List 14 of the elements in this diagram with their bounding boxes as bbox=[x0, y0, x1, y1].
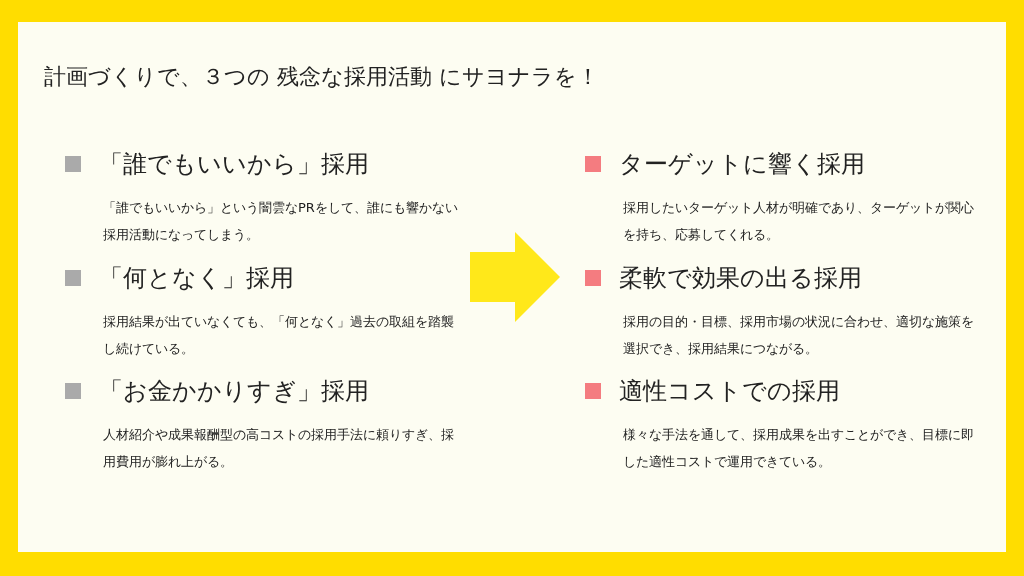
item-heading: 柔軟で効果の出る採用 bbox=[619, 263, 862, 294]
item-description: 人材紹介や成果報酬型の高コストの採用手法に頼りすぎ、採用費用が膨れ上がる。 bbox=[103, 426, 455, 471]
item-heading: 「お金かかりすぎ」採用 bbox=[99, 376, 369, 407]
item-heading: 「誰でもいいから」採用 bbox=[99, 149, 369, 180]
item-heading: 適性コストでの採用 bbox=[619, 376, 840, 407]
item-heading: ターゲットに響く採用 bbox=[619, 149, 865, 180]
block-arrow bbox=[470, 232, 560, 322]
item-description: 「誰でもいいから」という闇雲なPRをして、誰にも響かない採用活動になってしまう。 bbox=[103, 199, 459, 244]
slide-title: 計画づくりで、３つの 残念な採用活動 にサヨナラを！ bbox=[44, 63, 599, 91]
item-heading: 「何となく」採用 bbox=[99, 263, 294, 294]
item-description: 採用結果が出ていなくても、「何となく」過去の取組を踏襲し続けている。 bbox=[103, 313, 455, 358]
item-description: 様々な手法を通して、採用成果を出すことができ、目標に即した適性コストで運用できている。 bbox=[623, 426, 975, 471]
item-description: 採用の目的・目標、採用市場の状況に合わせ、適切な施策を選択でき、採用結果につながる。 bbox=[623, 313, 975, 358]
item-description: 採用したいターゲット人材が明確であり、ターゲットが関心を持ち、応募してくれる。 bbox=[623, 199, 975, 244]
